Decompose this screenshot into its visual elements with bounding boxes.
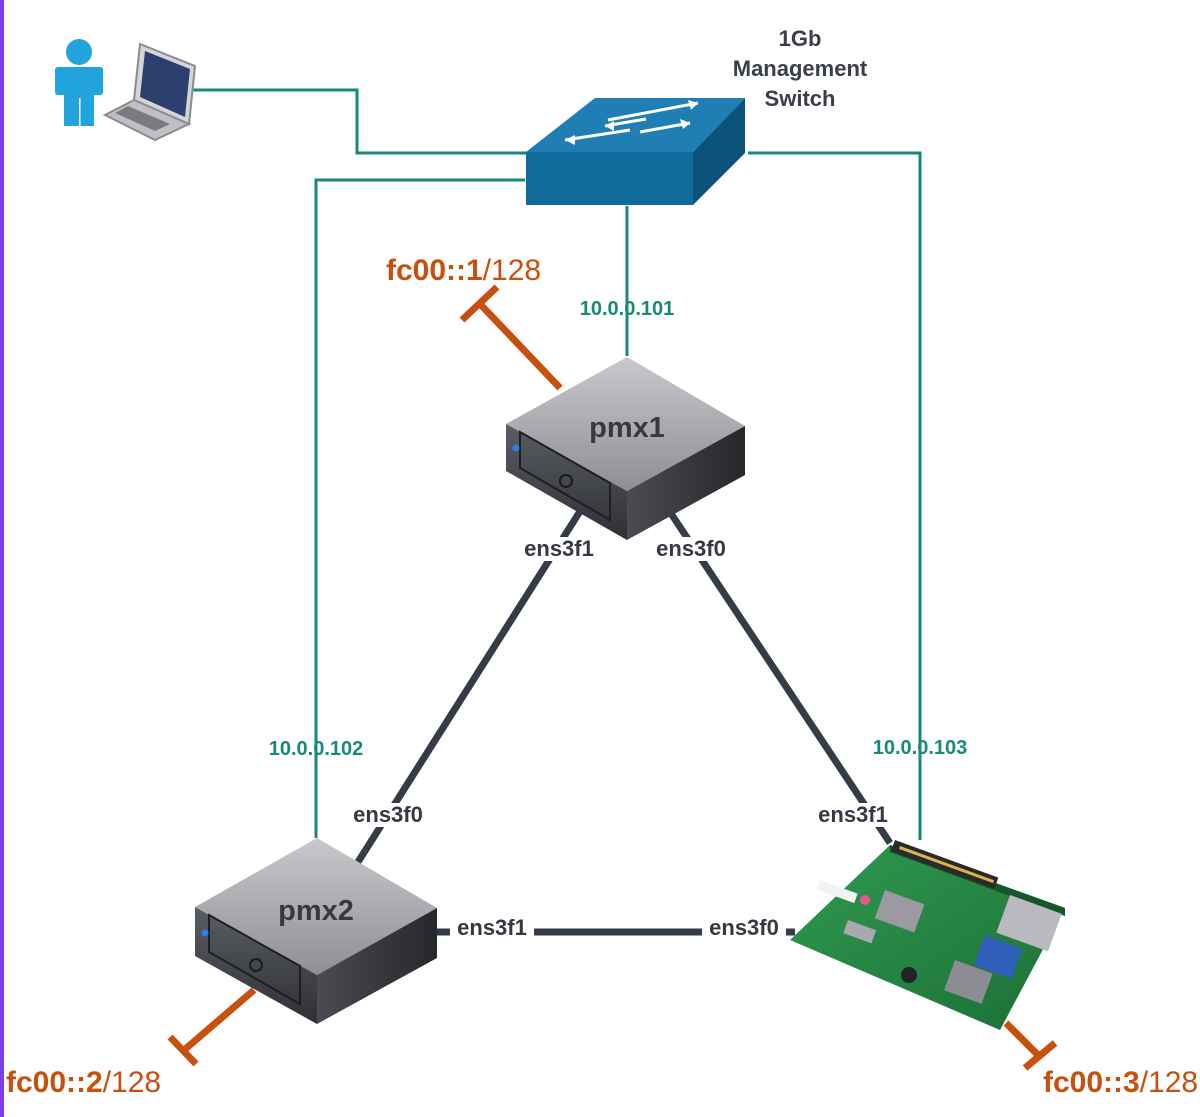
- ipv6-labels: fc00::1/128 fc00::2/128 fc00::3/128: [6, 254, 1198, 1099]
- link-pmx1-pmx3: [667, 510, 893, 845]
- mgmt-ip-labels: 10.0.0.101 10.0.0.102 10.0.0.103: [269, 298, 968, 760]
- mgmt-ip-pmx1: 10.0.0.101: [580, 298, 675, 320]
- svg-text:1Gb: 1Gb: [779, 26, 822, 51]
- link-switch-pmx2: [314, 178, 525, 838]
- network-switch-icon: [526, 98, 745, 205]
- link-laptop-switch: [190, 88, 528, 155]
- ipv6-pmx2: fc00::2/128: [6, 1066, 161, 1099]
- port-labels: ens3f1 ens3f0 ens3f0 ens3f1 ens3f1 ens3f…: [345, 536, 896, 940]
- ipv6-pmx1: fc00::1/128: [386, 254, 541, 287]
- pmx3-port-ens3f1: ens3f1: [818, 802, 888, 827]
- ipv6-stubs: [167, 284, 1058, 1071]
- pmx3-port-ens3f0: ens3f0: [709, 915, 779, 940]
- ipv6-pmx3: fc00::3/128: [1043, 1066, 1198, 1099]
- server-icon-pmx1: [506, 357, 745, 540]
- pmx2-label: pmx2: [278, 895, 354, 927]
- user-icon: [55, 39, 103, 126]
- pmx1-label: pmx1: [589, 412, 665, 444]
- mgmt-ip-pmx2: 10.0.0.102: [269, 738, 364, 760]
- link-pmx1-pmx2: [355, 503, 587, 864]
- pmx1-port-ens3f1: ens3f1: [524, 536, 594, 561]
- pmx2-port-ens3f1: ens3f1: [457, 915, 527, 940]
- svg-text:Switch: Switch: [765, 86, 836, 111]
- pmx2-port-ens3f0: ens3f0: [353, 802, 423, 827]
- link-switch-pmx3: [748, 151, 922, 840]
- mesh-links: [355, 503, 893, 936]
- laptop-icon: [102, 42, 197, 142]
- svg-text:Management: Management: [733, 56, 868, 81]
- switch-title: 1Gb Management Switch: [733, 26, 868, 111]
- left-border: [0, 0, 4, 1117]
- management-links: [190, 88, 922, 840]
- pmx1-port-ens3f0: ens3f0: [656, 536, 726, 561]
- server-icon-pmx2: [195, 838, 437, 1024]
- raspberry-pi-icon: [790, 840, 1065, 1030]
- mgmt-ip-pmx3: 10.0.0.103: [873, 737, 968, 759]
